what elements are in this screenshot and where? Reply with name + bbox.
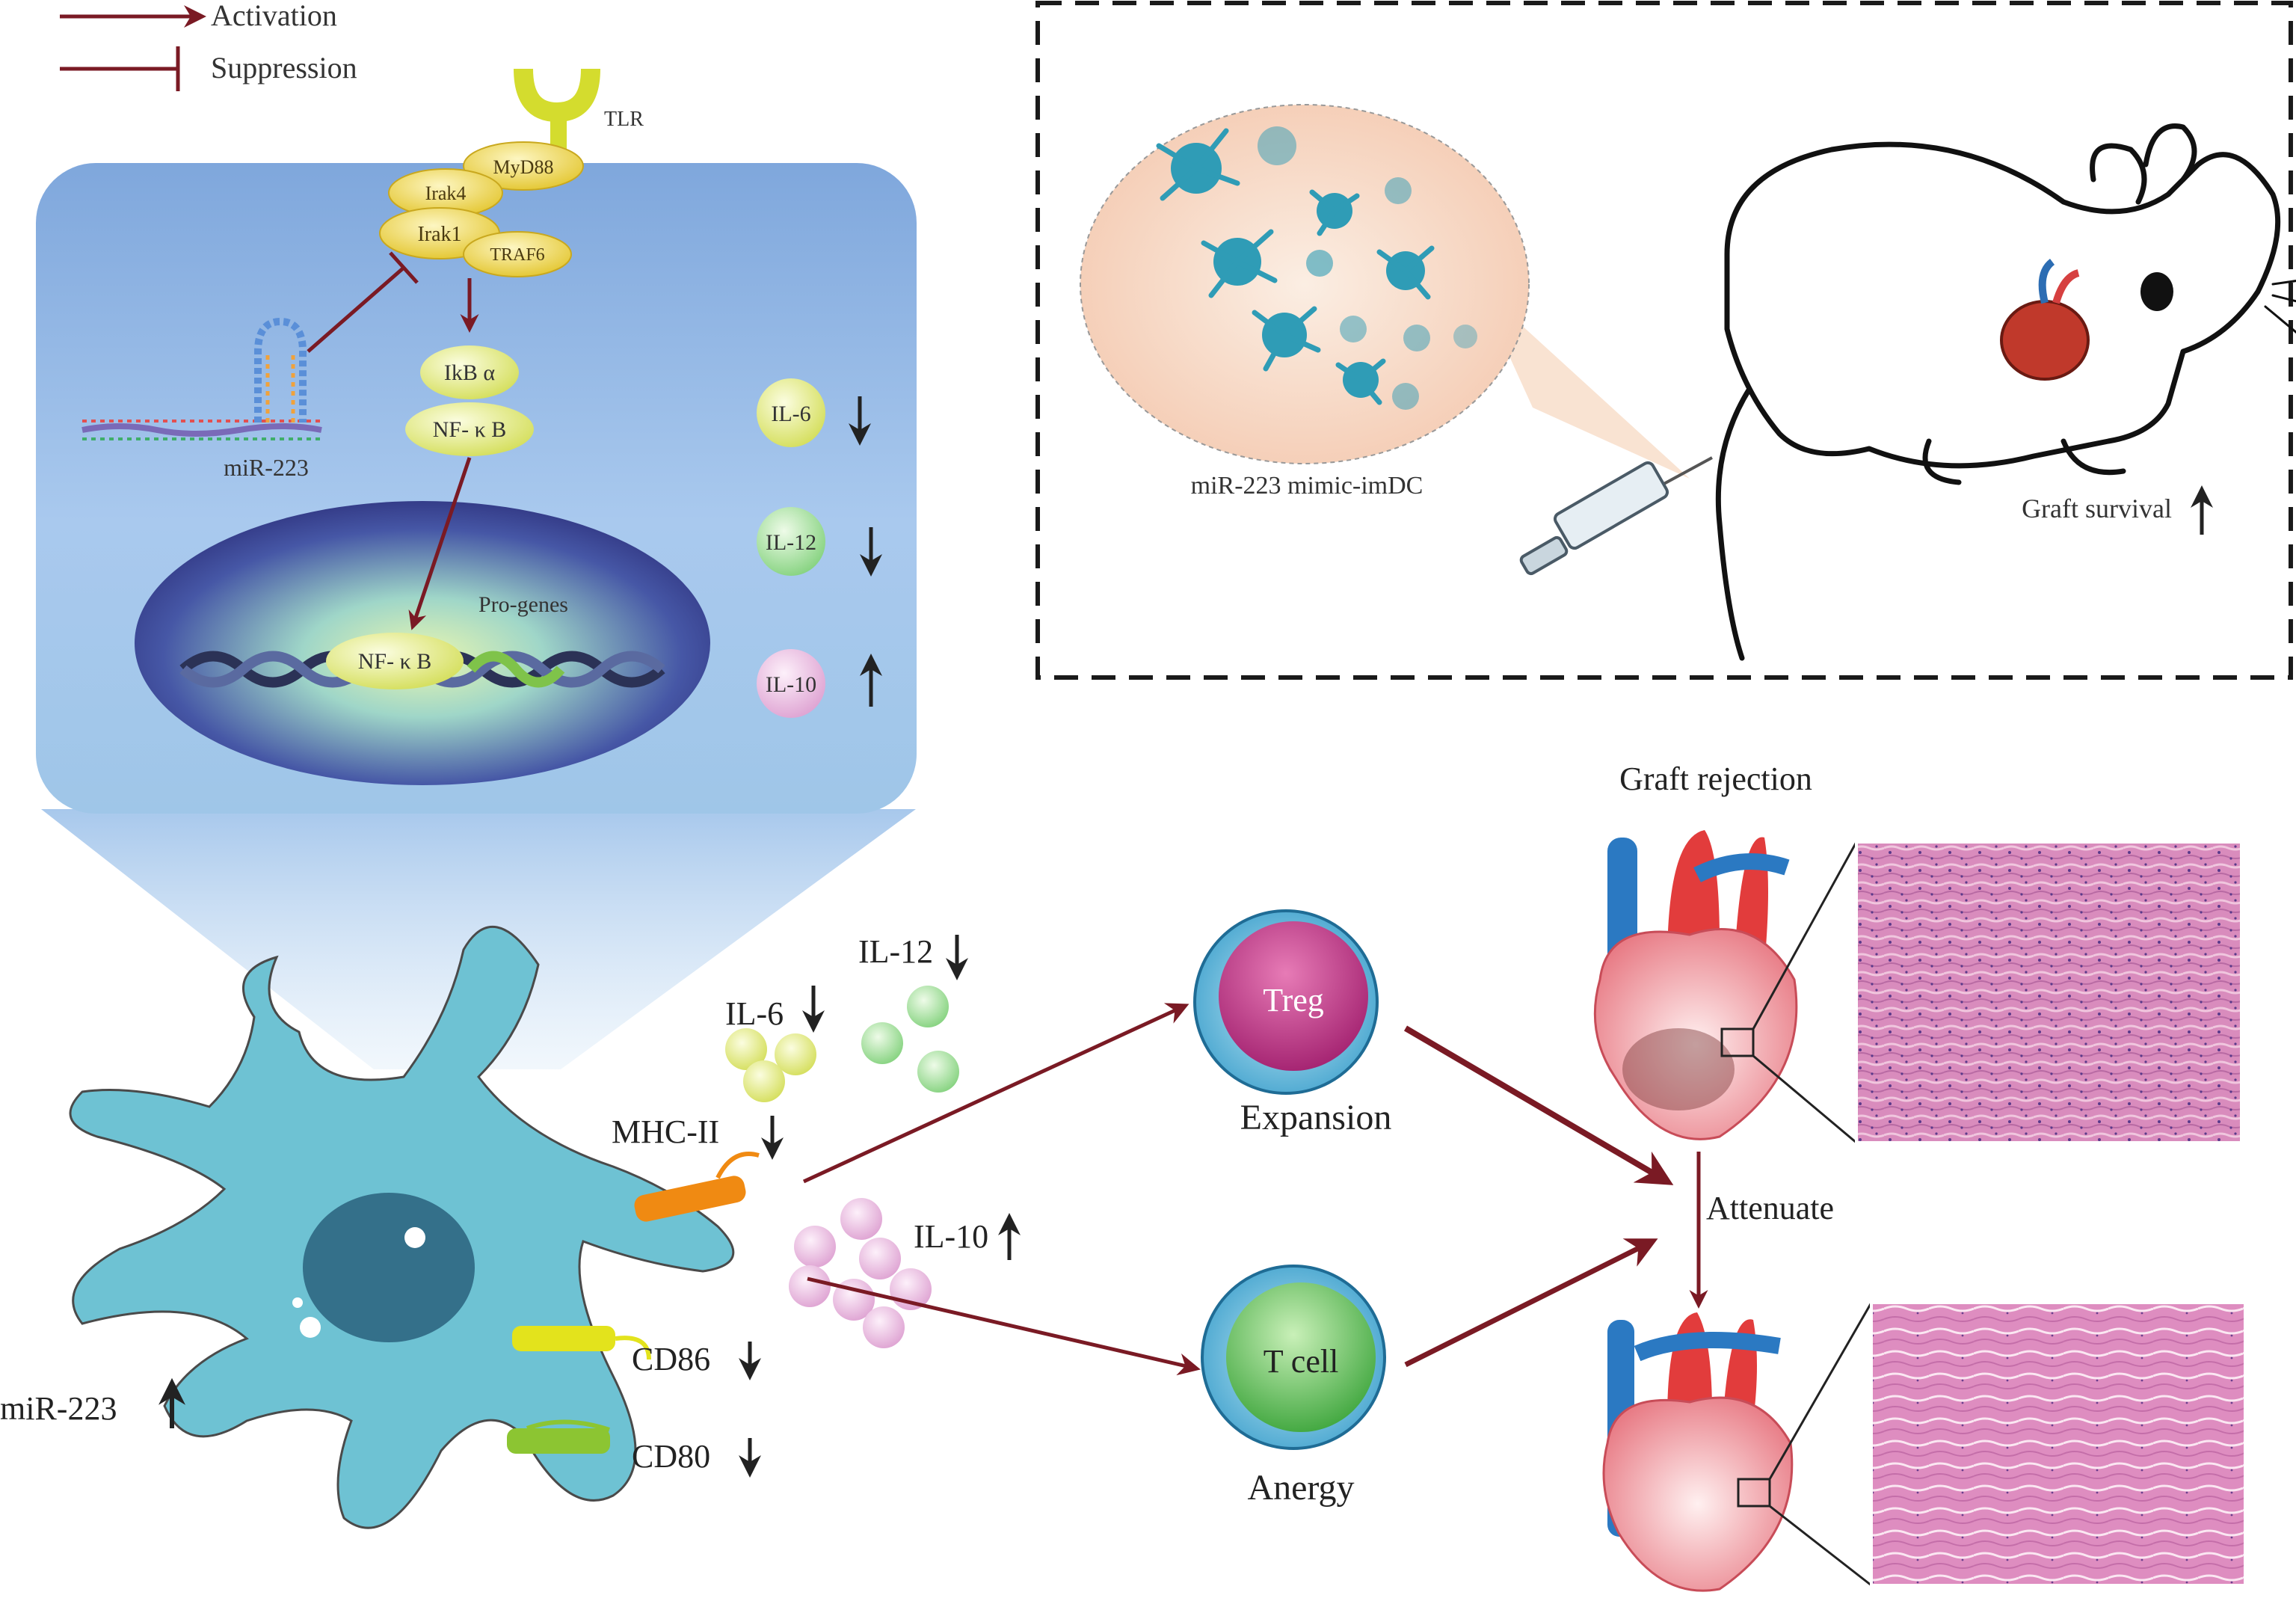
mhc-ii-label: MHC-II (612, 1113, 719, 1150)
dc-il10-label: IL-10 (914, 1218, 988, 1255)
pathway-panel: TLR MyD88 Irak4 Irak1 TRAF6 IkB α NF- κ … (36, 68, 917, 1069)
secreted-cytokines: IL-6 IL-12 IL-10 (725, 933, 1021, 1348)
mimic-imdc-label: miR-223 mimic-imDC (1191, 472, 1424, 500)
nfkb-node (405, 402, 534, 456)
mouse-eye-icon (2140, 272, 2173, 311)
legend-activation-label: Activation (211, 0, 337, 32)
legend: Activation Suppression (60, 0, 357, 91)
nfkb-nucleus-label: NF- κ B (358, 649, 431, 674)
t-cells: Treg Expansion T cell Anergy (802, 909, 1674, 1508)
injection-panel: miR-223 mimic-imDC Graft survival (1035, 1, 2296, 680)
dc-culture-oval (1080, 104, 1530, 464)
dc-il6-label: IL-6 (725, 995, 784, 1032)
myd88-node (463, 141, 584, 191)
cd80-molecule-icon (507, 1428, 610, 1454)
cd86-label: CD86 (632, 1341, 710, 1377)
traf6-node (463, 231, 572, 277)
myd88-label: MyD88 (493, 156, 554, 178)
expansion-label: Expansion (1240, 1098, 1392, 1137)
mouse-icon (1715, 123, 2296, 661)
syringe-icon (1519, 456, 1713, 576)
traf6-label: TRAF6 (490, 245, 544, 265)
il6-bubble (757, 378, 825, 447)
nfkb-label: NF- κ B (433, 417, 506, 442)
tlr-label: TLR (604, 108, 644, 131)
activation-arrow-icon (1403, 1025, 1674, 1185)
dendritic-cell: miR-223 MHC-II CD86 CD80 (0, 925, 784, 1529)
graft-rejection-label: Graft rejection (1619, 761, 1812, 797)
heart-transplant-icon (2000, 259, 2090, 381)
heart-rejection-icon (1593, 830, 1798, 1140)
dc-nucleus (303, 1193, 475, 1342)
activation-arrow-icon (807, 1276, 1201, 1376)
il12-label: IL-12 (766, 530, 816, 555)
activation-arrow-icon (1404, 1238, 1658, 1368)
histology-survival-image (1870, 1301, 2247, 1587)
irak1-label: Irak1 (417, 223, 461, 246)
activation-arrow-icon (408, 457, 472, 630)
il12-bubble (757, 507, 825, 576)
t-cell-label: T cell (1264, 1343, 1339, 1380)
il6-label: IL-6 (771, 402, 810, 426)
mhc-ii-molecule-icon (634, 1176, 746, 1222)
il10-label: IL-10 (766, 672, 816, 697)
suppression-line-icon (307, 266, 405, 353)
mirna-label: miR-223 (224, 454, 309, 481)
activation-arrow-icon (802, 1003, 1189, 1184)
tlr-receptor-icon (514, 68, 600, 123)
graft-survival-label: Graft survival (2022, 494, 2172, 523)
ikba-label: IkB α (444, 360, 496, 385)
treg-label: Treg (1263, 982, 1324, 1019)
heart-survival-icon (1602, 1312, 1794, 1592)
nfkb-nucleus-node (326, 633, 464, 689)
attenuate-label: Attenuate (1706, 1190, 1834, 1226)
dc-mirna-label: miR-223 (0, 1390, 117, 1427)
cd80-label: CD80 (632, 1438, 710, 1475)
mirna-hairpin-icon (81, 317, 322, 440)
graft-outcome: Graft rejection Attenuate (1593, 761, 2247, 1592)
histology-rejection-image (1855, 841, 2243, 1144)
dashed-frame (1035, 1, 2293, 680)
dendritic-cells-icon (1156, 126, 1477, 410)
ikba-node (420, 345, 519, 399)
anergy-label: Anergy (1247, 1468, 1354, 1508)
il10-bubble (757, 649, 825, 718)
pro-genes-label: Pro-genes (478, 592, 568, 617)
legend-suppression-label: Suppression (211, 51, 357, 85)
dc-il12-label: IL-12 (858, 933, 933, 970)
cd86-molecule-icon (512, 1326, 615, 1351)
irak4-label: Irak4 (425, 182, 467, 204)
